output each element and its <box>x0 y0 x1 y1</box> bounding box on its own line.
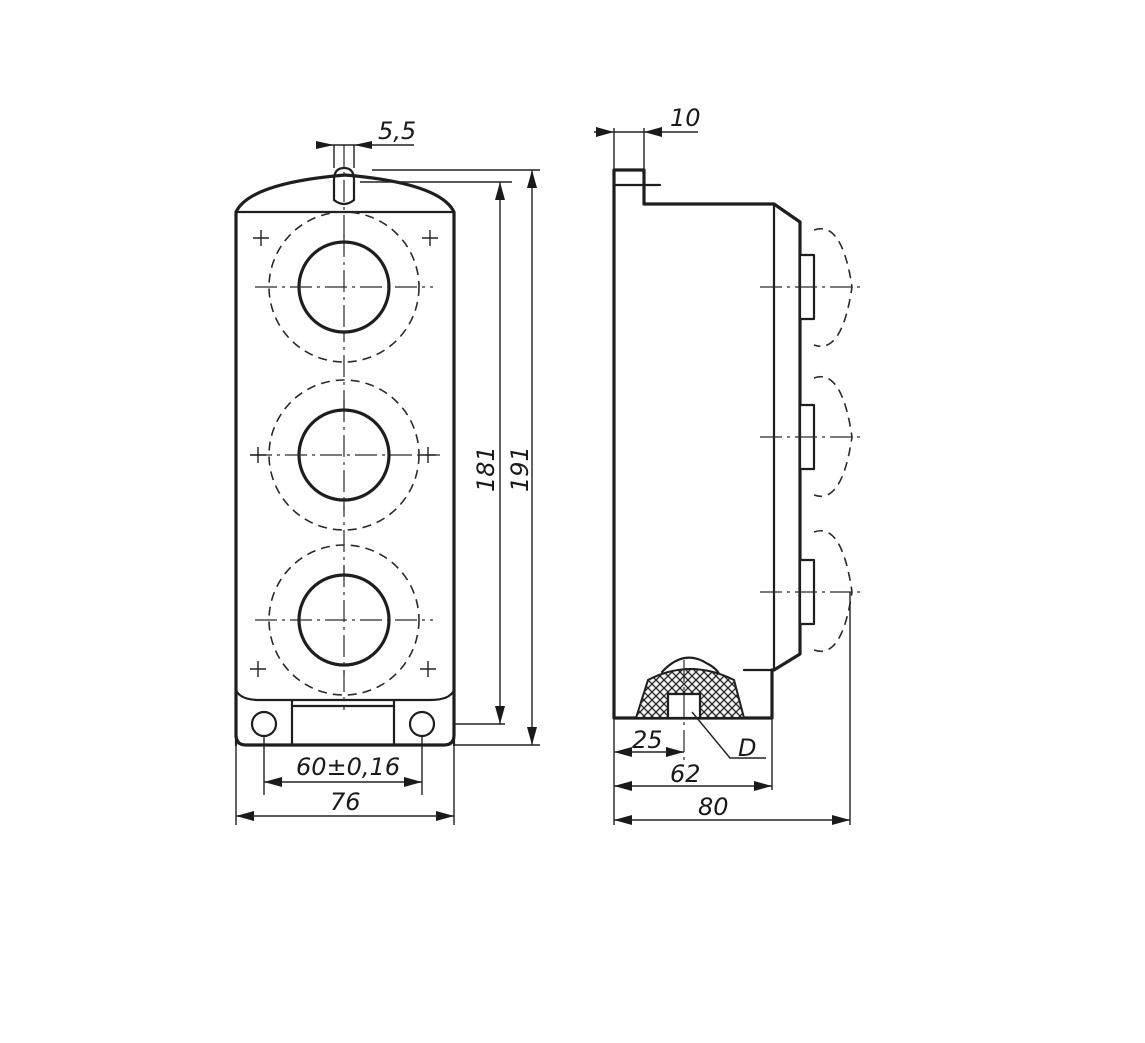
side-button-middle <box>760 375 862 498</box>
flange-left-tab <box>234 698 294 747</box>
dim-191 <box>527 170 537 745</box>
dim-60-label: 60±0,16 <box>296 753 400 781</box>
right-mounting-hole <box>408 710 436 738</box>
dim-76-label: 76 <box>330 788 361 816</box>
dim-60 <box>264 777 422 787</box>
dim-76 <box>236 811 454 821</box>
dim-80 <box>614 815 850 825</box>
dim-80-label: 80 <box>698 793 729 821</box>
left-mounting-hole <box>250 710 278 738</box>
side-button-bottom <box>760 530 862 653</box>
dim-25 <box>614 747 684 757</box>
gland-leader <box>691 711 766 759</box>
gland-label: D <box>738 734 756 762</box>
side-button-top <box>760 227 862 348</box>
dim-25-label: 25 <box>632 726 663 754</box>
front-view: 181 191 5,5 60±0,16 76 <box>234 117 540 825</box>
dim-181 <box>495 182 505 724</box>
button-middle <box>250 379 440 531</box>
dim-62 <box>614 781 772 791</box>
front-body-outline <box>234 173 456 747</box>
dim-5-5 <box>316 141 414 168</box>
dim-10 <box>594 127 698 170</box>
dim-5-5-label: 5,5 <box>378 117 416 145</box>
mounting-flange <box>234 688 456 702</box>
side-view: D 10 25 62 80 <box>594 104 862 825</box>
flange-right-tab <box>392 698 456 747</box>
dim-62-label: 62 <box>670 760 701 788</box>
side-body-outline <box>612 168 802 720</box>
dim-10-label: 10 <box>670 104 701 132</box>
dim-191-label: 191 <box>506 446 534 492</box>
cable-gland <box>634 656 746 760</box>
dim-181-label: 181 <box>472 446 500 492</box>
top-slot <box>332 166 356 206</box>
corner-crosses <box>250 230 438 677</box>
